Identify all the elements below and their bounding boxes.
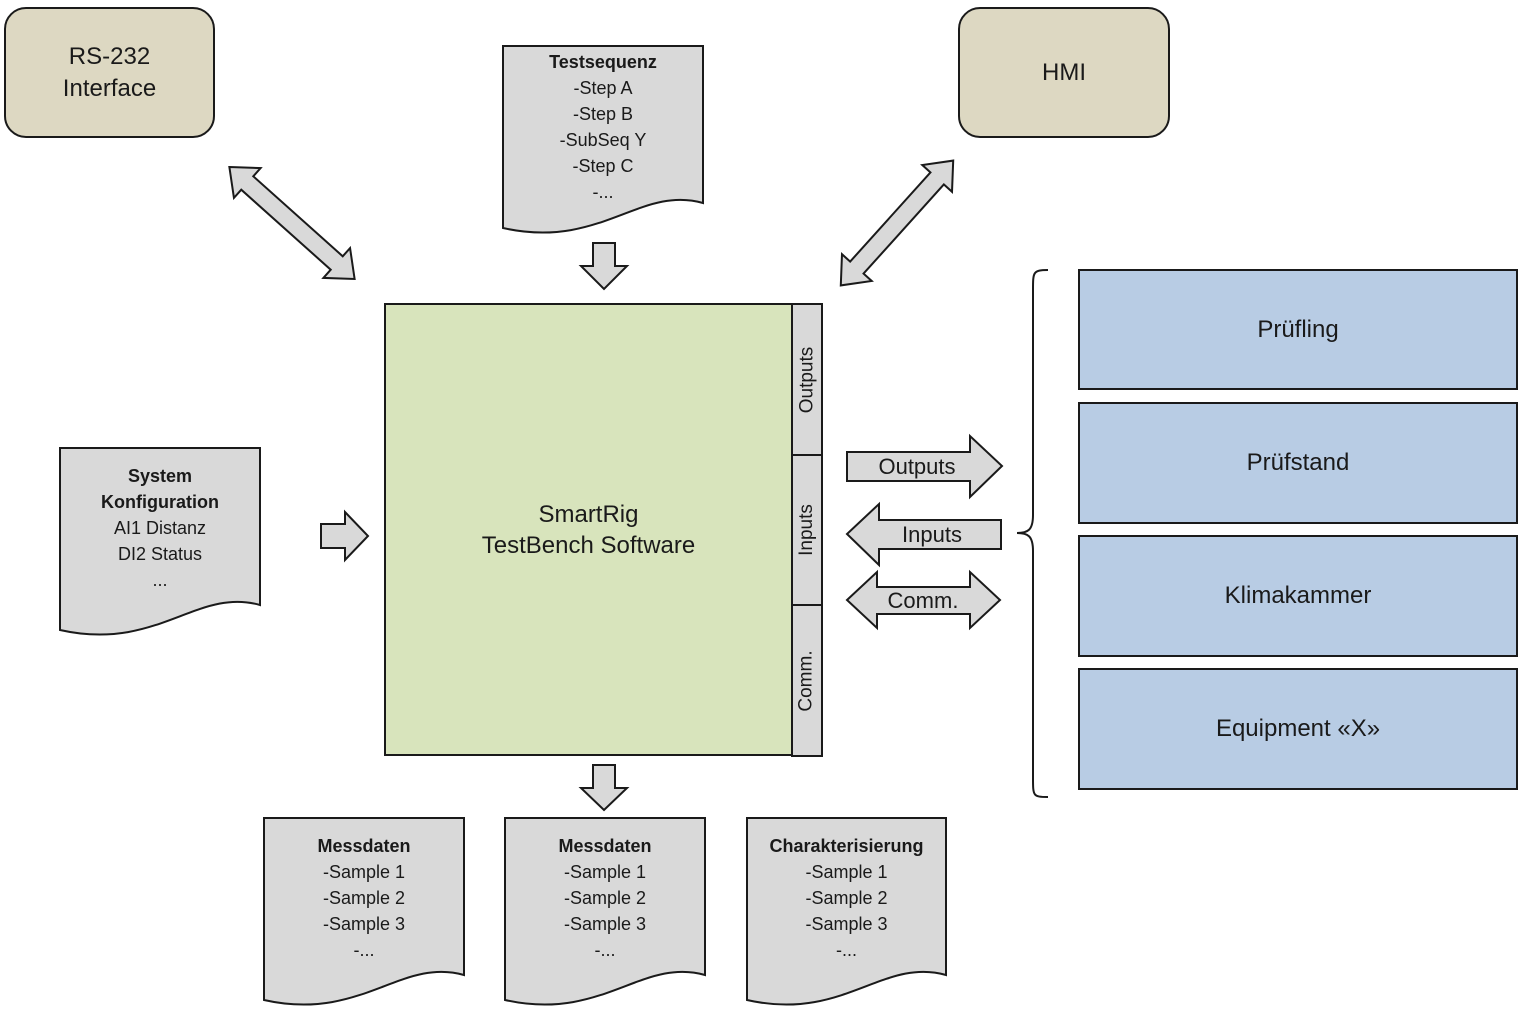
doc-item: -Sample 2 (322, 888, 406, 908)
comm-arrow-label: Comm. (887, 588, 959, 613)
system-config-doc: System Konfiguration AI1 Distanz DI2 Sta… (60, 463, 260, 593)
inputs-arrow-label: Inputs (902, 522, 962, 547)
device-klimakammer: Klimakammer (1078, 535, 1518, 657)
messdaten1-doc: Messdaten -Sample 1 -Sample 2 -Sample 3 … (264, 833, 464, 963)
device-group-brace (1016, 269, 1049, 798)
doc-item: -Sample 3 (322, 914, 406, 934)
testsequenz-item: -Step A (573, 78, 633, 98)
system-config-item: DI2 Status (117, 544, 203, 564)
testsequenz-doc: Testsequenz -Step A -Step B -SubSeq Y -S… (503, 49, 703, 205)
port-comm-label: Comm. (796, 649, 818, 712)
port-inputs-label: Inputs (796, 504, 818, 556)
right-arrow-config (320, 509, 370, 563)
doc-item: -Sample 1 (322, 862, 406, 882)
doc-title: Messdaten (558, 836, 652, 856)
testsequenz-item: -Step C (572, 156, 634, 176)
testsequenz-title: Testsequenz (549, 52, 657, 72)
rs232-double-arrow (228, 165, 356, 281)
testsequenz-item: -... (592, 182, 614, 202)
charakterisierung-doc-shape (746, 817, 947, 1006)
port-outputs-label: Outputs (796, 346, 818, 413)
doc-item: -... (836, 940, 857, 960)
inputs-arrow (845, 501, 1002, 568)
charakterisierung-doc: Charakterisierung -Sample 1 -Sample 2 -S… (747, 833, 946, 963)
port-inputs: Inputs (791, 454, 823, 606)
messdaten2-doc-shape (504, 817, 706, 1006)
doc-item: -... (353, 940, 375, 960)
doc-item: -Sample 1 (563, 862, 647, 882)
device-equipment-x: Equipment «X» (1078, 668, 1518, 790)
device-pruefling: Prüfling (1078, 269, 1518, 390)
device-pruefstand: Prüfstand (1078, 402, 1518, 524)
doc-title: Messdaten (317, 836, 411, 856)
testsequenz-doc-shape (502, 45, 704, 234)
system-config-title: System Konfiguration (101, 466, 219, 512)
doc-item: -Sample 2 (563, 888, 647, 908)
comm-double-arrow (845, 569, 1002, 631)
system-config-doc-shape (59, 447, 261, 636)
down-arrow-bottom (578, 764, 630, 812)
port-outputs: Outputs (791, 303, 823, 456)
doc-item: -Sample 3 (563, 914, 647, 934)
doc-item: -... (594, 940, 616, 960)
outputs-arrow-label: Outputs (878, 454, 956, 479)
testsequenz-item: -Step B (572, 104, 634, 124)
port-comm: Comm. (791, 604, 823, 757)
messdaten1-doc-shape (263, 817, 465, 1006)
rs232-interface-box: RS-232 Interface (4, 7, 215, 138)
smartrig-software-box: SmartRig TestBench Software (384, 303, 793, 756)
messdaten2-doc: Messdaten -Sample 1 -Sample 2 -Sample 3 … (505, 833, 705, 963)
doc-item: -Sample 3 (805, 914, 888, 934)
hmi-box: HMI (958, 7, 1170, 138)
testsequenz-item: -SubSeq Y (559, 130, 647, 150)
doc-title: Charakterisierung (769, 836, 924, 856)
system-config-item: AI1 Distanz (113, 518, 207, 538)
hmi-double-arrow (839, 159, 955, 287)
down-arrow-top (578, 242, 630, 291)
doc-item: -Sample 2 (805, 888, 888, 908)
system-config-item: ... (152, 570, 168, 590)
outputs-arrow (846, 433, 1004, 500)
doc-item: -Sample 1 (805, 862, 888, 882)
